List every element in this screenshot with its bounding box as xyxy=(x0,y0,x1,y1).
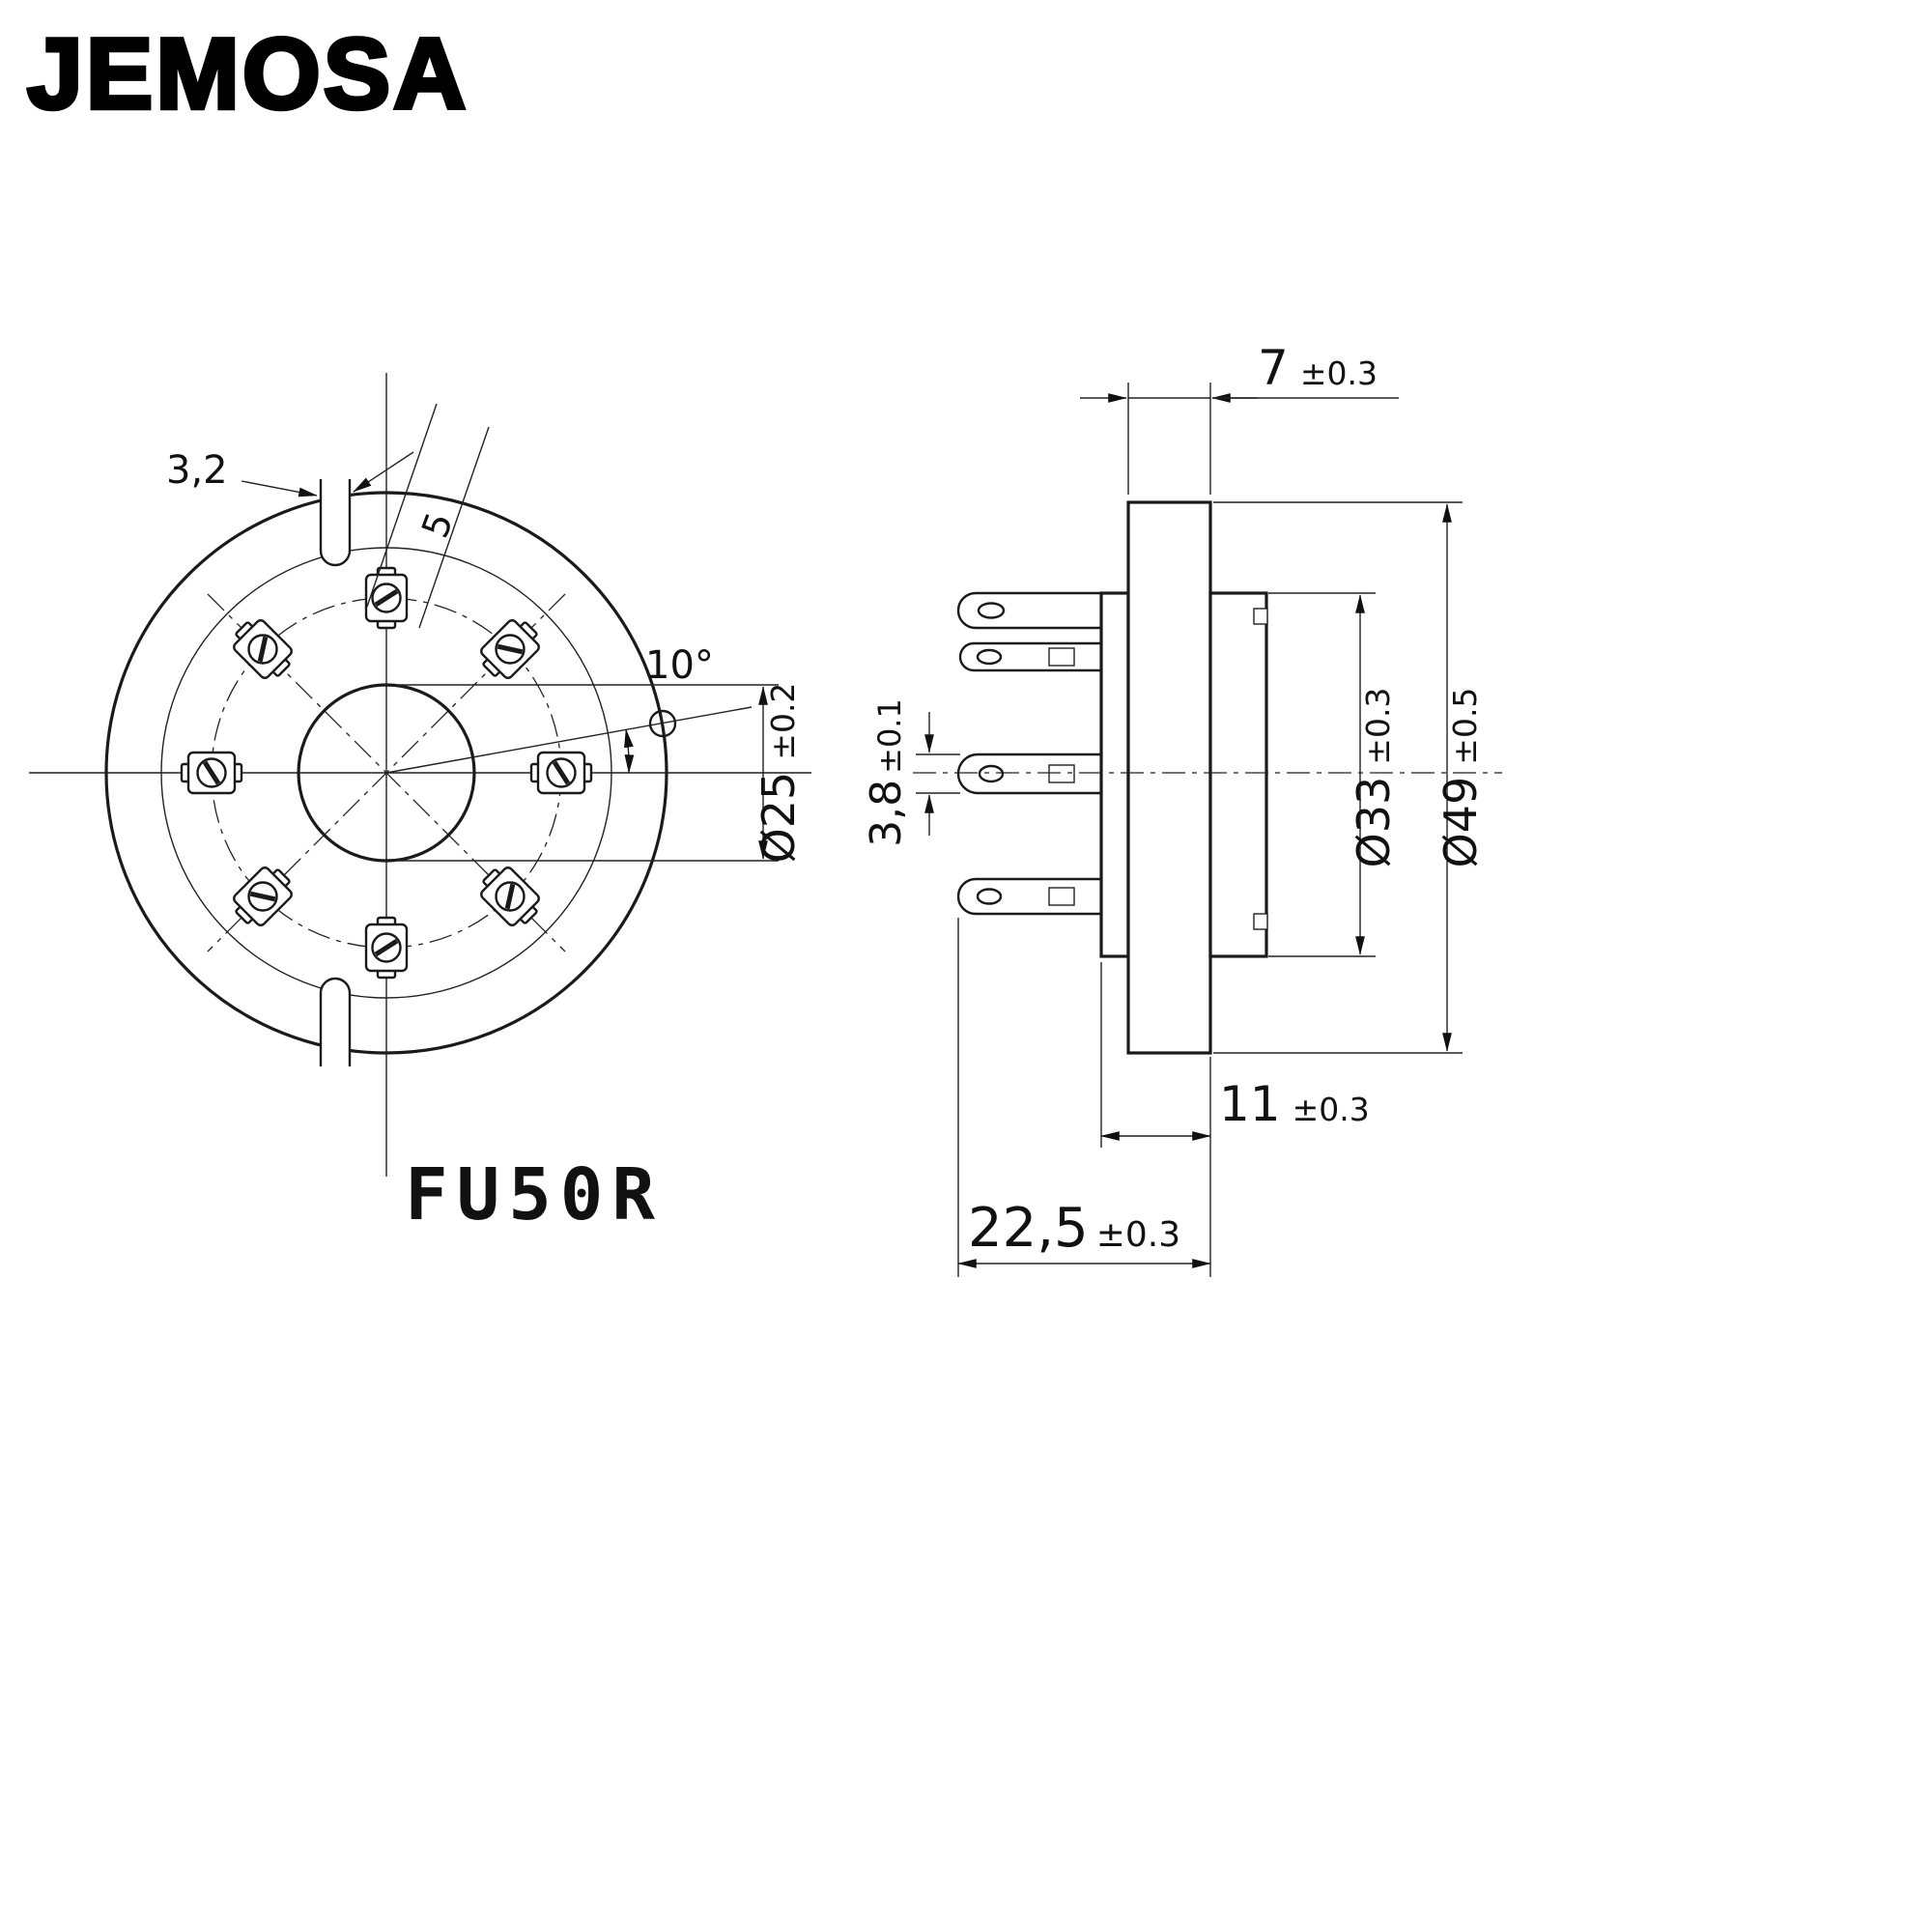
dim-tolerance: ±0.5 xyxy=(1446,688,1484,765)
pin-profile-top xyxy=(956,591,1101,630)
boss-profile xyxy=(1208,591,1268,958)
dim-tolerance: ±0.1 xyxy=(871,698,908,774)
dim-angle-text: 10° xyxy=(645,643,714,688)
pin-contact xyxy=(366,568,407,628)
dim-angle: 10° xyxy=(385,643,753,774)
dim-center-hole-diameter: Ø25 ±0.2 xyxy=(394,683,805,864)
dim-mount-depth-text: 11 ±0.3 xyxy=(1219,1076,1370,1132)
dim-tolerance: ±0.3 xyxy=(1300,355,1378,392)
boss-notch xyxy=(1253,913,1268,930)
dim-value: Ø25 xyxy=(753,772,805,864)
pin-profile-middle xyxy=(956,753,1101,795)
outer-circle xyxy=(104,491,668,1055)
dim-value: 11 xyxy=(1219,1076,1281,1132)
dim-pin-width-text: 3,8 ±0.1 xyxy=(862,698,911,847)
body-profile xyxy=(1099,591,1130,958)
pin-contact xyxy=(366,918,407,978)
boss-notch xyxy=(1253,608,1268,625)
dim-flange-diameter: Ø49 ±0.5 xyxy=(1213,501,1487,1054)
dim-slot-depth-text: 5 xyxy=(413,507,462,544)
dim-total-depth-text: 22,5±0.3 xyxy=(968,1197,1180,1260)
pin-profile-upper xyxy=(958,641,1101,672)
pin-profile-bottom xyxy=(956,877,1101,916)
dim-slot-width-text: 3,2 xyxy=(166,448,228,493)
dim-body-diameter-text: Ø33 ±0.3 xyxy=(1348,688,1400,868)
dim-body-diameter: Ø33 ±0.3 xyxy=(1268,592,1400,957)
index-notch xyxy=(648,709,677,738)
dim-tolerance: ±0.3 xyxy=(1359,688,1397,765)
dim-value: 3,8 xyxy=(862,780,911,847)
dim-value: 7 xyxy=(1258,340,1289,396)
dim-mount-depth: 11 ±0.3 xyxy=(1100,962,1370,1277)
dim-pin-width: 3,8 ±0.1 xyxy=(862,698,960,847)
dim-value: 22,5 xyxy=(968,1197,1089,1260)
dim-tolerance: ±0.3 xyxy=(1096,1215,1180,1255)
pin-contact xyxy=(531,753,591,793)
dim-slot-width: 3,2 xyxy=(166,448,414,497)
dim-tolerance: ±0.3 xyxy=(1293,1091,1370,1128)
dim-tolerance: ±0.2 xyxy=(764,683,802,760)
dim-flange-thickness-text: 7 ±0.3 xyxy=(1258,340,1378,396)
dim-value: Ø49 xyxy=(1435,777,1487,868)
dim-flange-thickness: 7 ±0.3 xyxy=(1080,340,1399,495)
keyway-slot-top xyxy=(319,479,352,567)
dim-center-hole-text: Ø25 ±0.2 xyxy=(753,683,805,864)
pin-contact xyxy=(182,753,242,793)
boss-circle xyxy=(160,547,612,999)
keyway-slot-bottom xyxy=(319,977,352,1066)
dim-value: Ø33 xyxy=(1348,777,1400,868)
side-view: 7 ±0.3 Ø33 ±0.3 Ø49 ±0.5 3,8 ±0.1 xyxy=(862,340,1502,1277)
center-hole xyxy=(297,683,476,863)
front-view: 3,2 5 10° Ø25 ±0.2 FU50R xyxy=(29,373,811,1236)
model-label: FU50R xyxy=(405,1153,664,1236)
brand-logo: JEMOSA xyxy=(27,18,469,130)
dim-total-depth: 22,5±0.3 xyxy=(957,918,1211,1277)
dim-flange-diameter-text: Ø49 ±0.5 xyxy=(1435,688,1487,868)
flange-profile xyxy=(1126,500,1212,1055)
